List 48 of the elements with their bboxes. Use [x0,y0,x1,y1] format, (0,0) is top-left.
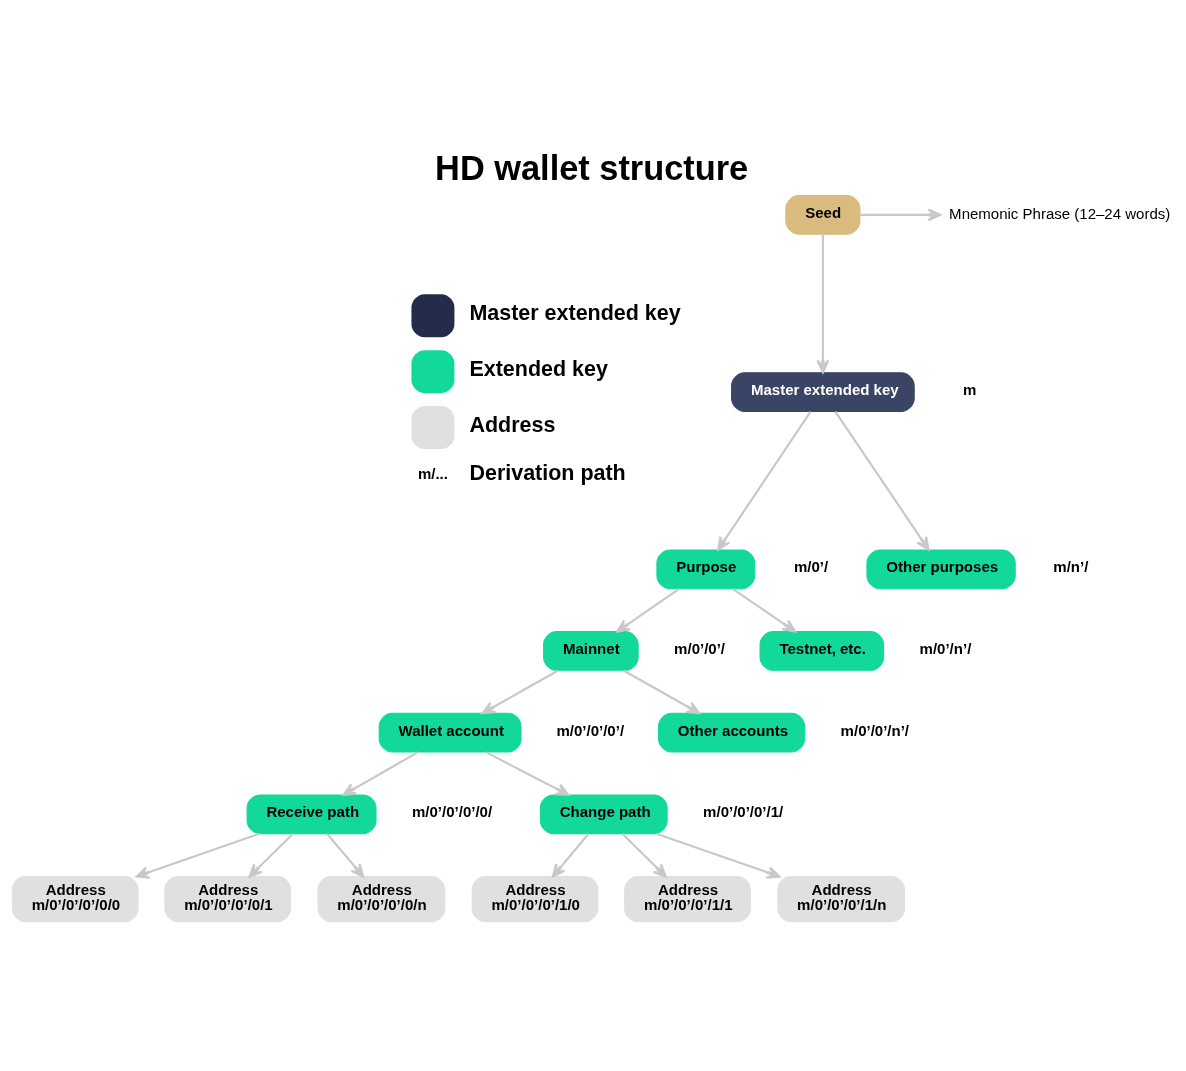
node-box: Address m/0’/0’/0’/0/0 [11,876,139,923]
node-box: Address m/0’/0’/0’/0/n [317,876,446,923]
legend-label: Derivation path [469,461,626,486]
arrow [717,410,812,551]
arrow [616,587,680,633]
arrow [834,410,930,551]
node-box: Testnet, etc. [759,631,885,671]
arrow [656,832,781,879]
arrow [342,751,419,796]
arrow [248,832,294,878]
node-label: m/0’/0’/n’/ [840,721,910,739]
legend-label: Address [469,412,556,437]
node-box: Purpose [656,549,756,590]
arrow [485,751,570,796]
arrow [481,669,559,715]
node-box: Address m/0’/0’/0’/1/0 [471,876,599,923]
arrow [551,833,590,878]
node-label: m [963,380,977,398]
node-label: m/0’/0’/0’/0/ [411,803,493,821]
node-label: m/0’/0’/ [674,639,726,657]
node-box: Other purposes [866,549,1016,590]
arrow [816,234,830,374]
node-box: Address m/0’/0’/0’/0/1 [164,876,292,923]
arrow [326,833,365,878]
diagram-title: HD wallet structure [435,149,749,188]
arrow [621,832,667,878]
node-box: Address m/0’/0’/0’/1/n [777,876,906,923]
legend-label: Extended key [469,356,608,381]
node-label: m/n’/ [1053,558,1089,576]
legend-label: Master extended key [469,301,681,326]
node-label: m/0’/0’/0’/ [556,721,625,739]
label: m/... [417,464,448,482]
arrow [860,208,942,222]
node-box: Mainnet [543,631,639,671]
node-label: m/0’/ [793,558,829,576]
node-label: m/0’/n’/ [919,639,972,657]
node-box: Address m/0’/0’/0’/1/1 [624,876,751,923]
node-box: Receive path [246,794,377,835]
node-label: m/0’/0’/0’/1/ [703,803,784,821]
arrow [622,669,701,715]
arrow [135,832,260,879]
node-box: Other accounts [658,712,806,753]
node-box: Wallet account [378,712,522,753]
node-box: Change path [539,794,668,835]
node-box: Master extended key [731,372,915,412]
node-box: Seed [785,194,861,235]
node-text: Mnemonic Phrase (12–24 words) [949,204,1171,222]
arrow [732,587,797,633]
